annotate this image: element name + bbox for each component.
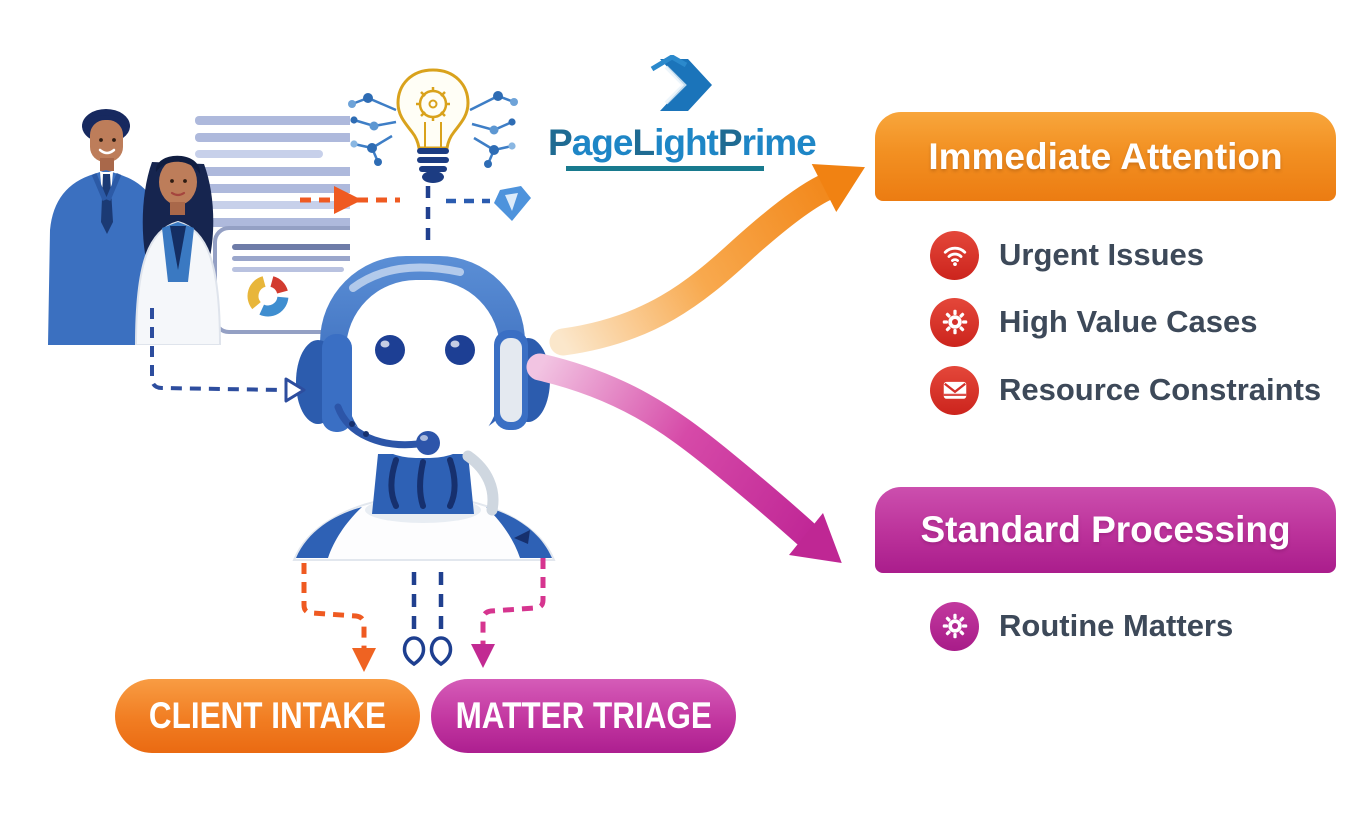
feature-label: Resource Constraints (999, 372, 1322, 407)
insight-dashed-line-to-gem (446, 186, 531, 221)
wifi-icon (930, 230, 979, 280)
report-card-icon (213, 226, 350, 334)
feature-label: Routine Matters (999, 608, 1234, 643)
client-intake-button[interactable]: CLIENT INTAKE (115, 679, 420, 753)
standard-processing-header[interactable]: Standard Processing (875, 487, 1336, 573)
woman-illustration (134, 155, 222, 345)
feature-row-resource-constraints: Resource Constraints (930, 365, 1321, 415)
gear-icon (930, 601, 979, 651)
logo-segment: P (717, 122, 743, 163)
logo-segment: rime (741, 122, 817, 163)
brand-logo-text: PageLightPrime (548, 122, 817, 164)
immediate-attention-header[interactable]: Immediate Attention (875, 112, 1336, 201)
brand-logo-icon (650, 55, 712, 111)
logo-segment: L (632, 122, 655, 163)
immediate-attention-title: Immediate Attention (928, 135, 1283, 177)
pie-chart-icon (247, 276, 289, 317)
clients-to-robot-dashed-arrow (150, 308, 306, 403)
feature-label: Urgent Issues (999, 237, 1205, 272)
client-intake-label: CLIENT INTAKE (148, 695, 387, 736)
envelope-icon (930, 365, 979, 415)
bulb-icon (396, 68, 470, 183)
matter-triage-button[interactable]: MATTER TRIAGE (431, 679, 736, 753)
robot-eyes-icon (375, 335, 475, 365)
headset-mic-icon (334, 403, 440, 455)
logo-segment: age (571, 122, 634, 163)
robot-downlink-dashed-lines (402, 572, 453, 667)
robot-to-client-intake-dashed-arrow (301, 563, 376, 672)
flow-arrow-standard (526, 353, 842, 563)
intake-dashed-arrow-orange (300, 186, 400, 214)
feature-row-routine-matters: Routine Matters (930, 601, 1233, 651)
feature-label: High Value Cases (999, 304, 1258, 339)
robot-to-matter-triage-dashed-arrow (471, 558, 546, 668)
feature-row-urgent-issues: Urgent Issues (930, 230, 1204, 280)
standard-processing-title: Standard Processing (920, 509, 1291, 550)
clients-illustration (48, 109, 350, 345)
logo-segment: P (548, 122, 573, 163)
logo-underline (566, 166, 764, 171)
matter-triage-label: MATTER TRIAGE (455, 695, 712, 736)
robot-illustration (292, 256, 556, 561)
man-illustration (48, 109, 206, 345)
feature-row-high-value-cases: High Value Cases (930, 297, 1257, 347)
lightbulb-illustration (348, 68, 518, 183)
gear-icon (930, 297, 979, 347)
logo-segment: ight (654, 122, 719, 163)
flow-arrow-immediate (549, 163, 865, 356)
